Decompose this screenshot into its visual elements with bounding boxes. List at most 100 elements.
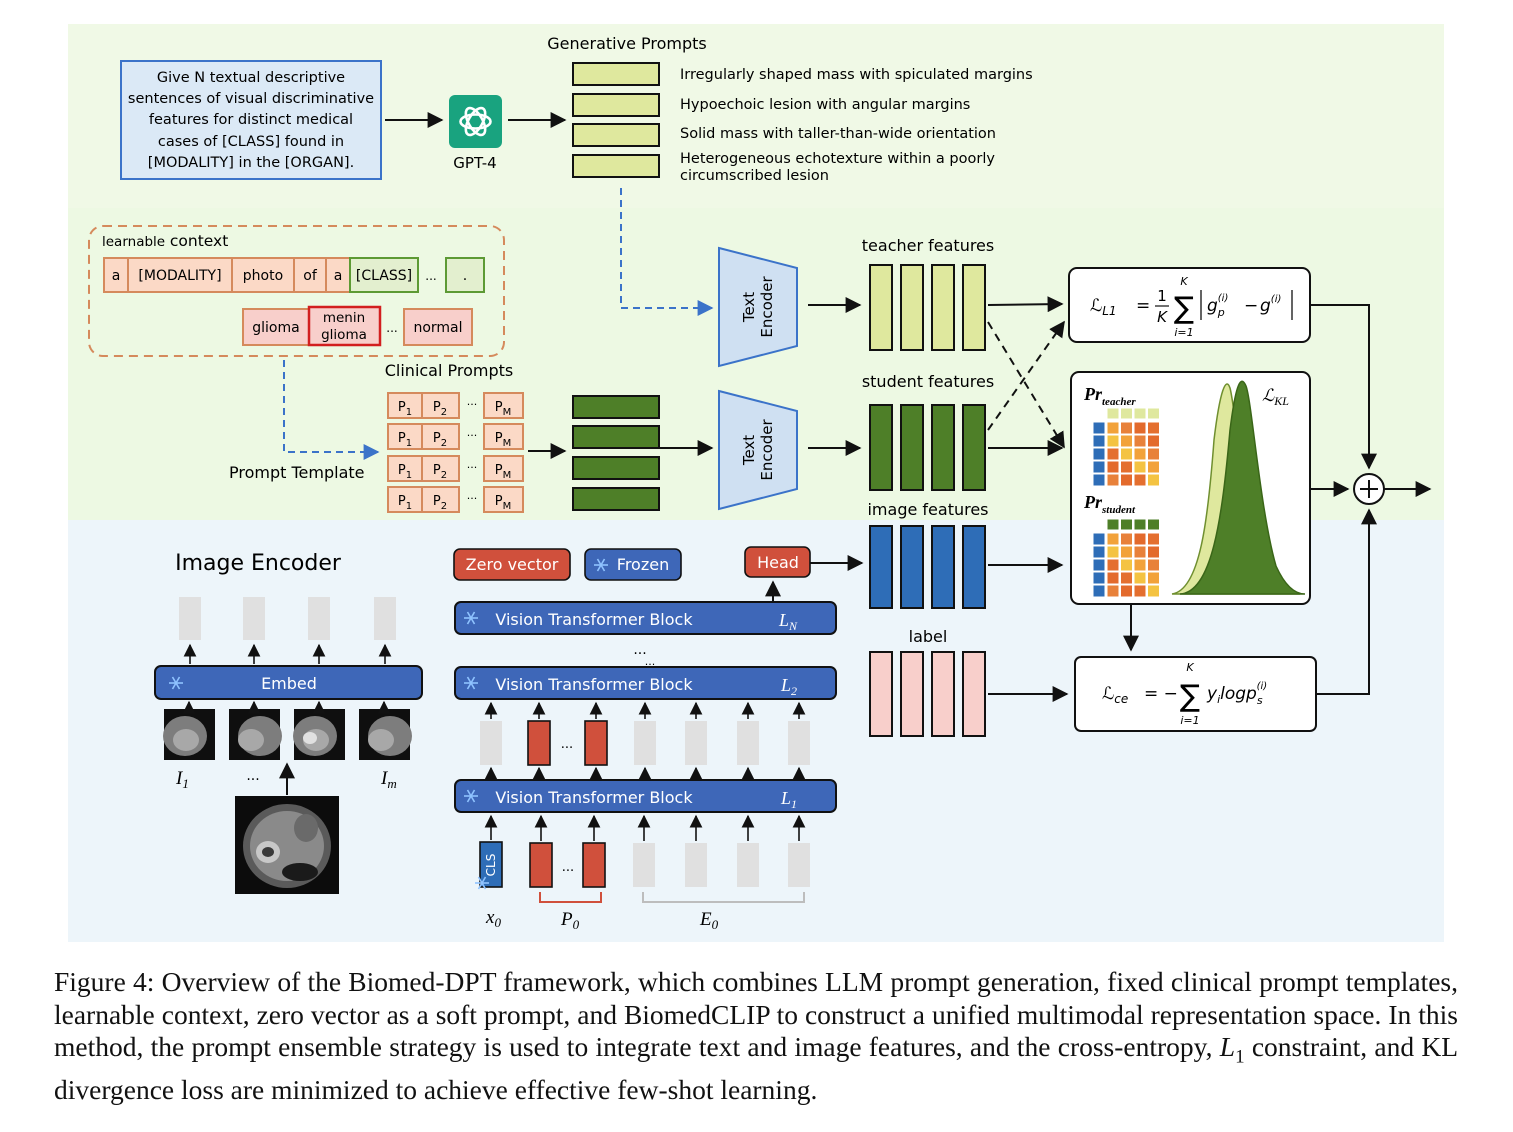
gen-prompt-text-5: circumscribed lesion bbox=[680, 168, 829, 184]
caption-l1-symbol: L1 bbox=[1219, 1031, 1245, 1068]
gen-prompt-bar-4 bbox=[572, 154, 660, 178]
svg-text:LN: LN bbox=[778, 610, 798, 633]
pm-label: PM bbox=[495, 431, 511, 449]
pm-cell bbox=[483, 423, 524, 450]
p2-cell bbox=[421, 392, 460, 419]
matrix-header-cell bbox=[1106, 407, 1120, 420]
matrix-row-cell bbox=[1092, 545, 1106, 559]
svg-text:L1: L1 bbox=[780, 788, 797, 811]
embed-label: Embed bbox=[261, 674, 317, 693]
frozen-legend: Frozen bbox=[584, 548, 682, 581]
arrow-teacher-l1 bbox=[987, 296, 1064, 313]
intermediate-token bbox=[527, 720, 551, 766]
matrix-header-cell bbox=[1133, 518, 1147, 531]
matrix-cell bbox=[1106, 532, 1120, 546]
token-period: . bbox=[463, 268, 467, 284]
input-token bbox=[788, 843, 810, 887]
kl-distribution-curves bbox=[1171, 380, 1306, 595]
p2-cell bbox=[421, 455, 460, 482]
matrix-cell bbox=[1106, 558, 1120, 572]
matrix-cell bbox=[1147, 434, 1160, 448]
matrix-cell bbox=[1147, 460, 1160, 474]
pr-student-label: Prstudent bbox=[1083, 492, 1136, 516]
p1-label: P1 bbox=[398, 494, 412, 512]
class-menin-glioma: glioma bbox=[321, 327, 367, 343]
x0-label: x0 bbox=[485, 907, 501, 930]
gen-prompt-bar-1 bbox=[572, 62, 660, 86]
pm-label: PM bbox=[495, 400, 511, 418]
matrix-row-cell bbox=[1092, 447, 1106, 461]
matrix-cell bbox=[1106, 460, 1120, 474]
p2-label: P2 bbox=[433, 494, 447, 512]
label-title: label bbox=[909, 627, 948, 646]
input-tokens: ... bbox=[484, 814, 810, 888]
matrix-cell bbox=[1106, 571, 1120, 585]
teacher-prob-matrix bbox=[1092, 407, 1160, 487]
caption-part-2: constraint, and KL divergence loss are m… bbox=[54, 1031, 1459, 1105]
image-features-title: image features bbox=[867, 500, 988, 519]
learnable-context-title: learnable context bbox=[102, 232, 228, 250]
query-line-2: sentences of visual discriminative bbox=[128, 91, 374, 107]
embed-output-tokens bbox=[179, 597, 396, 664]
p1-label: P1 bbox=[398, 463, 412, 481]
student-prob-matrix bbox=[1092, 518, 1160, 598]
student-feature-columns bbox=[869, 404, 986, 491]
matrix-header-cell bbox=[1106, 518, 1120, 531]
teacher-features-title: teacher features bbox=[862, 236, 994, 255]
class-menin: menin bbox=[323, 310, 365, 326]
matrix-cell bbox=[1133, 558, 1147, 572]
patch-label-last: Im bbox=[380, 768, 397, 791]
image-patch bbox=[359, 700, 412, 760]
matrix-cell bbox=[1120, 473, 1133, 487]
svg-text:∑: ∑ bbox=[1180, 679, 1200, 714]
matrix-row-cell bbox=[1092, 571, 1106, 585]
matrix-cell bbox=[1106, 434, 1120, 448]
feature-column bbox=[931, 525, 955, 609]
image-encoder-title: Image Encoder bbox=[175, 551, 342, 576]
matrix-cell bbox=[1133, 545, 1147, 559]
text-encoder-teacher bbox=[718, 246, 798, 368]
feature-column bbox=[900, 651, 924, 737]
matrix-row-cell bbox=[1092, 460, 1106, 474]
framework-diagram: Give N textual descriptive sentences of … bbox=[68, 24, 1444, 942]
l1-loss-formula: ℒL1 = 1 K K ∑ i=1 gp(i) − g(i) bbox=[1090, 275, 1293, 339]
svg-text:g(i): g(i) bbox=[1260, 294, 1281, 316]
matrix-cell bbox=[1133, 571, 1147, 585]
p1-label: P1 bbox=[398, 431, 412, 449]
matrix-cell bbox=[1133, 447, 1147, 461]
teacher-feature-columns bbox=[869, 264, 986, 351]
patch-label-dots: ... bbox=[246, 768, 259, 784]
intermediate-token bbox=[634, 721, 656, 765]
cls-token: CLS bbox=[474, 841, 503, 890]
token-photo: photo bbox=[243, 268, 283, 284]
intermediate-token bbox=[584, 720, 608, 766]
feature-column bbox=[869, 264, 893, 351]
e0-label: E0 bbox=[699, 909, 719, 932]
p-dots: ... bbox=[467, 395, 478, 408]
image-patches bbox=[163, 700, 412, 760]
vit-block-ln: Vision Transformer Block LN bbox=[454, 601, 837, 635]
matrix-cell bbox=[1120, 447, 1133, 461]
caption-part-1: Figure 4: Overview of the Biomed-DPT fra… bbox=[54, 966, 1458, 1062]
patch-label-first: I1 bbox=[175, 768, 189, 791]
pm-cell bbox=[483, 455, 524, 482]
matrix-cell bbox=[1133, 460, 1147, 474]
intermediate-token bbox=[685, 721, 707, 765]
matrix-row-cell bbox=[1092, 421, 1106, 435]
feature-column bbox=[962, 404, 986, 491]
feature-column bbox=[869, 404, 893, 491]
matrix-cell bbox=[1120, 584, 1133, 598]
vit-dots-top: ... bbox=[633, 642, 646, 658]
kl-label: ℒKL bbox=[1262, 386, 1289, 408]
path-l1-sum bbox=[1310, 304, 1377, 470]
matrix-cell bbox=[1120, 571, 1133, 585]
class-dots: ... bbox=[386, 321, 397, 335]
sum-node-icon bbox=[1353, 473, 1385, 505]
gen-prompt-text-3: Solid mass with taller-than-wide orienta… bbox=[680, 126, 996, 142]
svg-text:Head: Head bbox=[757, 553, 799, 572]
ce-loss-formula: ℒce = − K ∑ i=1 yilogps(i) bbox=[1102, 661, 1267, 727]
feature-column bbox=[869, 651, 893, 737]
feature-column bbox=[962, 651, 986, 737]
brace-p0 bbox=[539, 892, 602, 903]
